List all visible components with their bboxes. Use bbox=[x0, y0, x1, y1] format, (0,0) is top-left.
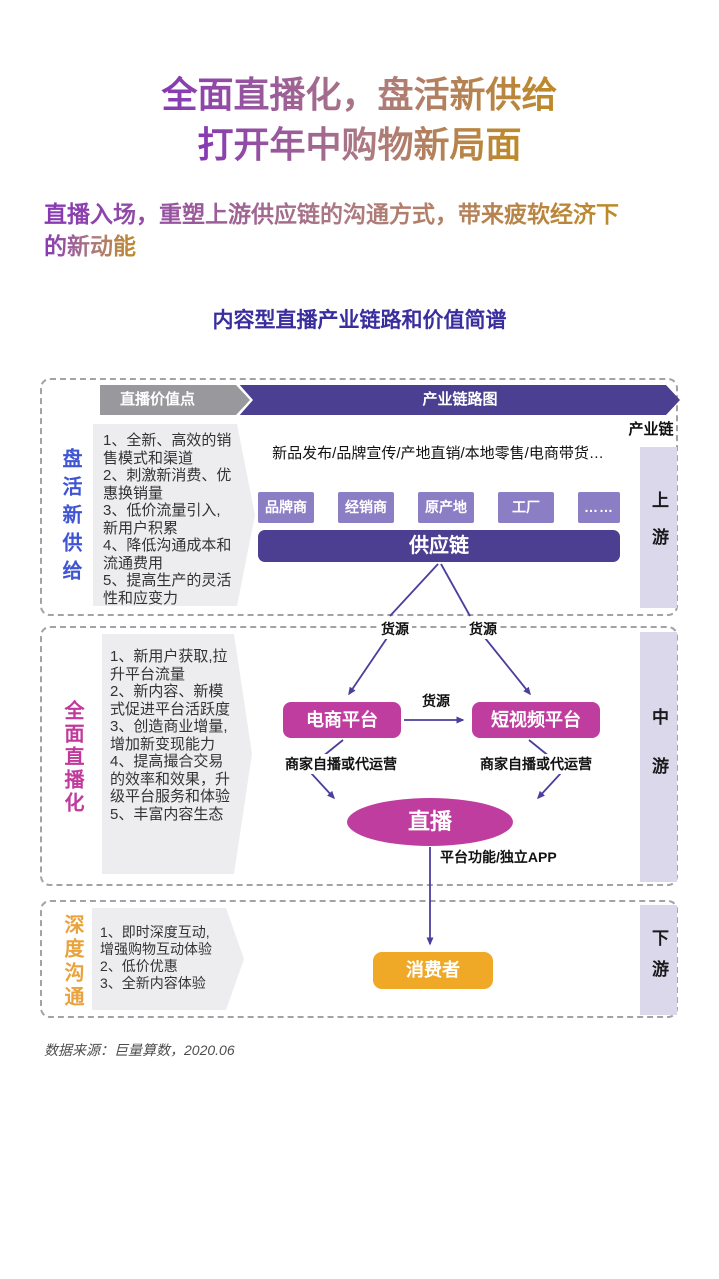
value-item: 1、即时深度互动,增强购物互动体验 bbox=[100, 924, 212, 957]
supply-chain-node: 供应链 bbox=[258, 530, 620, 562]
page-title-line-2: 打开年中购物新局面 bbox=[197, 120, 521, 170]
value-item: 3、全新内容体验 bbox=[100, 975, 206, 991]
section-label-revitalize-supply: 盘活新供给 bbox=[59, 448, 81, 588]
supplier-box-ellipsis: …… bbox=[578, 492, 620, 523]
supply-source-label-mid: 货源 bbox=[419, 691, 453, 711]
consumer-node: 消费者 bbox=[373, 952, 493, 989]
page-title-line-1: 全面直播化，盘活新供给 bbox=[161, 70, 557, 120]
supplier-box-distributor: 经销商 bbox=[338, 492, 394, 523]
section-label-deep-communication: 深度沟通 bbox=[61, 914, 83, 1010]
self-broadcast-label-right: 商家自播或代运营 bbox=[477, 754, 595, 774]
value-list-midstream: 1、新用户获取,拉升平台流量 2、新内容、新模式促进平台活跃度 3、创造商业增量… bbox=[102, 634, 252, 874]
supply-source-label-right: 货源 bbox=[466, 619, 500, 639]
value-item: 1、全新、高效的销售模式和渠道 bbox=[103, 432, 232, 467]
supply-source-label-left: 货源 bbox=[378, 619, 412, 639]
value-item: 5、丰富内容生态 bbox=[110, 805, 224, 823]
page-subtitle-line-1: 直播入场，重塑上游供应链的沟通方式，带来疲软经济下 bbox=[44, 198, 619, 230]
supplier-box-row: 品牌商 经销商 原产地 工厂 …… bbox=[258, 492, 620, 523]
industry-chain-upstream-bar: 上游 bbox=[640, 447, 677, 608]
value-item: 2、低价优惠 bbox=[100, 958, 178, 974]
page-subtitle: 直播入场，重塑上游供应链的沟通方式，带来疲软经济下 的新动能 bbox=[44, 198, 684, 262]
supplier-box-factory: 工厂 bbox=[498, 492, 554, 523]
value-item: 3、低价流量引入,新用户积累 bbox=[103, 502, 221, 537]
industry-chain-midstream-bar: 中游 bbox=[640, 632, 677, 882]
supplier-box-brand: 品牌商 bbox=[258, 492, 314, 523]
diagram-title: 内容型直播产业链路和价值简谱 bbox=[212, 309, 507, 332]
header-industry-chain-banner: 产业链路图 bbox=[240, 385, 680, 415]
page-subtitle-line-2: 的新动能 bbox=[44, 230, 136, 262]
value-list-downstream: 1、即时深度互动,增强购物互动体验 2、低价优惠 3、全新内容体验 bbox=[92, 908, 244, 1010]
industry-chain-label: 产业链 bbox=[628, 421, 674, 438]
value-item: 3、创造商业增量,增加新变现能力 bbox=[110, 718, 228, 753]
data-source-note: 数据来源：巨量算数，2020.06 bbox=[44, 1042, 235, 1058]
value-item: 4、降低沟通成本和流通费用 bbox=[103, 537, 232, 572]
self-broadcast-label-left: 商家自播或代运营 bbox=[282, 754, 400, 774]
upstream-bar-label: 上游 bbox=[649, 490, 668, 565]
platform-app-label: 平台功能/独立APP bbox=[440, 849, 557, 865]
value-item: 1、新用户获取,拉升平台流量 bbox=[110, 648, 228, 683]
section-label-full-livestreaming: 全面直播化 bbox=[61, 700, 83, 815]
livestream-node: 直播 bbox=[347, 798, 513, 846]
industry-chain-downstream-bar: 下游 bbox=[640, 905, 677, 1015]
section-upstream-frame bbox=[40, 378, 678, 616]
short-video-platform-node: 短视频平台 bbox=[472, 702, 600, 738]
midstream-bar-label: 中游 bbox=[649, 708, 668, 806]
section-downstream-frame bbox=[40, 900, 678, 1018]
value-item: 2、新内容、新模式促进平台活跃度 bbox=[110, 683, 231, 718]
supplier-box-origin: 原产地 bbox=[418, 492, 474, 523]
header-live-value-banner: 直播价值点 bbox=[100, 385, 250, 415]
section-midstream-frame bbox=[40, 626, 678, 886]
value-item: 2、刺激新消费、优惠换销量 bbox=[103, 467, 232, 502]
value-item: 4、提高撮合交易的效率和效果，升级平台服务和体验 bbox=[110, 753, 231, 805]
value-item: 5、提高生产的灵活性和应变力 bbox=[103, 572, 232, 607]
upstream-channels-text: 新品发布/品牌宣传/产地直销/本地零售/电商带货… bbox=[272, 445, 604, 462]
value-list-upstream: 1、全新、高效的销售模式和渠道 2、刺激新消费、优惠换销量 3、低价流量引入,新… bbox=[93, 424, 255, 606]
page-title: 全面直播化，盘活新供给 打开年中购物新局面 bbox=[0, 70, 719, 170]
diagram-canvas: 产业链路图 直播价值点 盘活新供给 全面直播化 深度沟通 1、全新、高效的销售模… bbox=[0, 370, 719, 1038]
ecommerce-platform-node: 电商平台 bbox=[283, 702, 401, 738]
downstream-bar-label: 下游 bbox=[649, 929, 668, 991]
